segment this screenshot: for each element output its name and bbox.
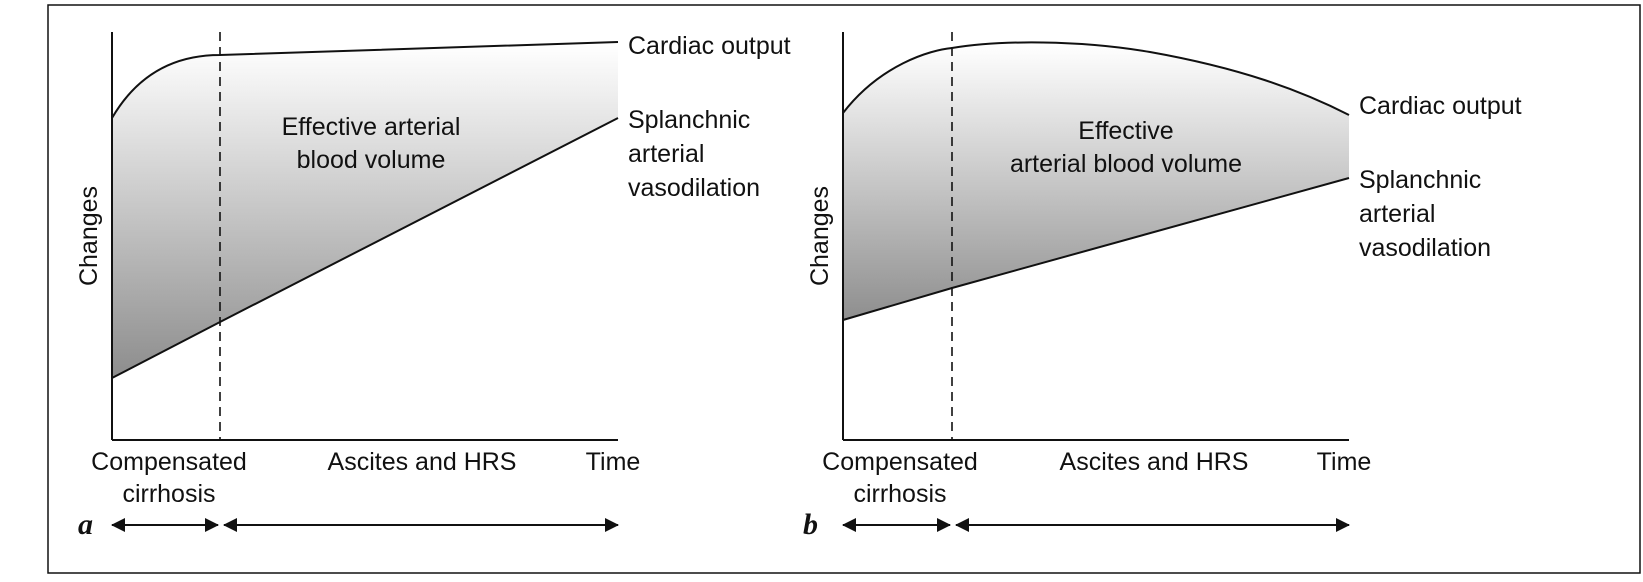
panel-b-y-axis-label: Changes bbox=[806, 186, 834, 286]
panel-a-tick-ascites-hrs: Ascites and HRS bbox=[328, 448, 517, 476]
panel-b-splanchnic-label-line2: arterial bbox=[1359, 200, 1435, 228]
panel-b-tick-ascites-hrs: Ascites and HRS bbox=[1060, 448, 1249, 476]
panel-b-letter: b bbox=[803, 508, 818, 541]
panel-a-letter: a bbox=[78, 508, 93, 541]
panel-a-splanchnic-label-line3: vasodilation bbox=[628, 174, 760, 202]
panel-a-cardiac-output-label: Cardiac output bbox=[628, 32, 791, 60]
panel-a-y-axis-label: Changes bbox=[75, 186, 103, 286]
panel-b-splanchnic-label-line3: vasodilation bbox=[1359, 234, 1491, 262]
panel-b-splanchnic-label-line1: Splanchnic bbox=[1359, 166, 1481, 194]
panel-a-tick-compensated: Compensated bbox=[91, 448, 247, 476]
panel-a-tick-time: Time bbox=[586, 448, 641, 476]
figure-border bbox=[47, 4, 1641, 574]
panel-b: Changes Cardiac output Splanchnic arteri… bbox=[803, 32, 1522, 541]
panel-b-tick-compensated: Compensated bbox=[822, 448, 978, 476]
panel-b-tick-time: Time bbox=[1317, 448, 1372, 476]
panel-a-splanchnic-label-line1: Splanchnic bbox=[628, 106, 750, 134]
panel-a-splanchnic-label-line2: arterial bbox=[628, 140, 704, 168]
panel-a-region-label-line2: blood volume bbox=[297, 146, 446, 174]
panel-a-region-label-line1: Effective arterial bbox=[282, 113, 461, 141]
panel-b-region-label-line2: arterial blood volume bbox=[1010, 150, 1242, 178]
panel-b-tick-cirrhosis: cirrhosis bbox=[853, 480, 946, 508]
panel-b-cardiac-output-label: Cardiac output bbox=[1359, 92, 1522, 120]
panel-a-effective-volume-area bbox=[112, 42, 618, 378]
panel-b-region-label-line1: Effective bbox=[1078, 117, 1173, 145]
panel-a: Changes Cardiac output Splanchnic arteri… bbox=[75, 32, 791, 541]
panel-b-cardiac-output-curve bbox=[842, 41, 1350, 116]
panel-a-cardiac-output-curve bbox=[111, 41, 619, 119]
panel-b-effective-volume-area bbox=[843, 42, 1349, 320]
panel-a-tick-cirrhosis: cirrhosis bbox=[122, 480, 215, 508]
